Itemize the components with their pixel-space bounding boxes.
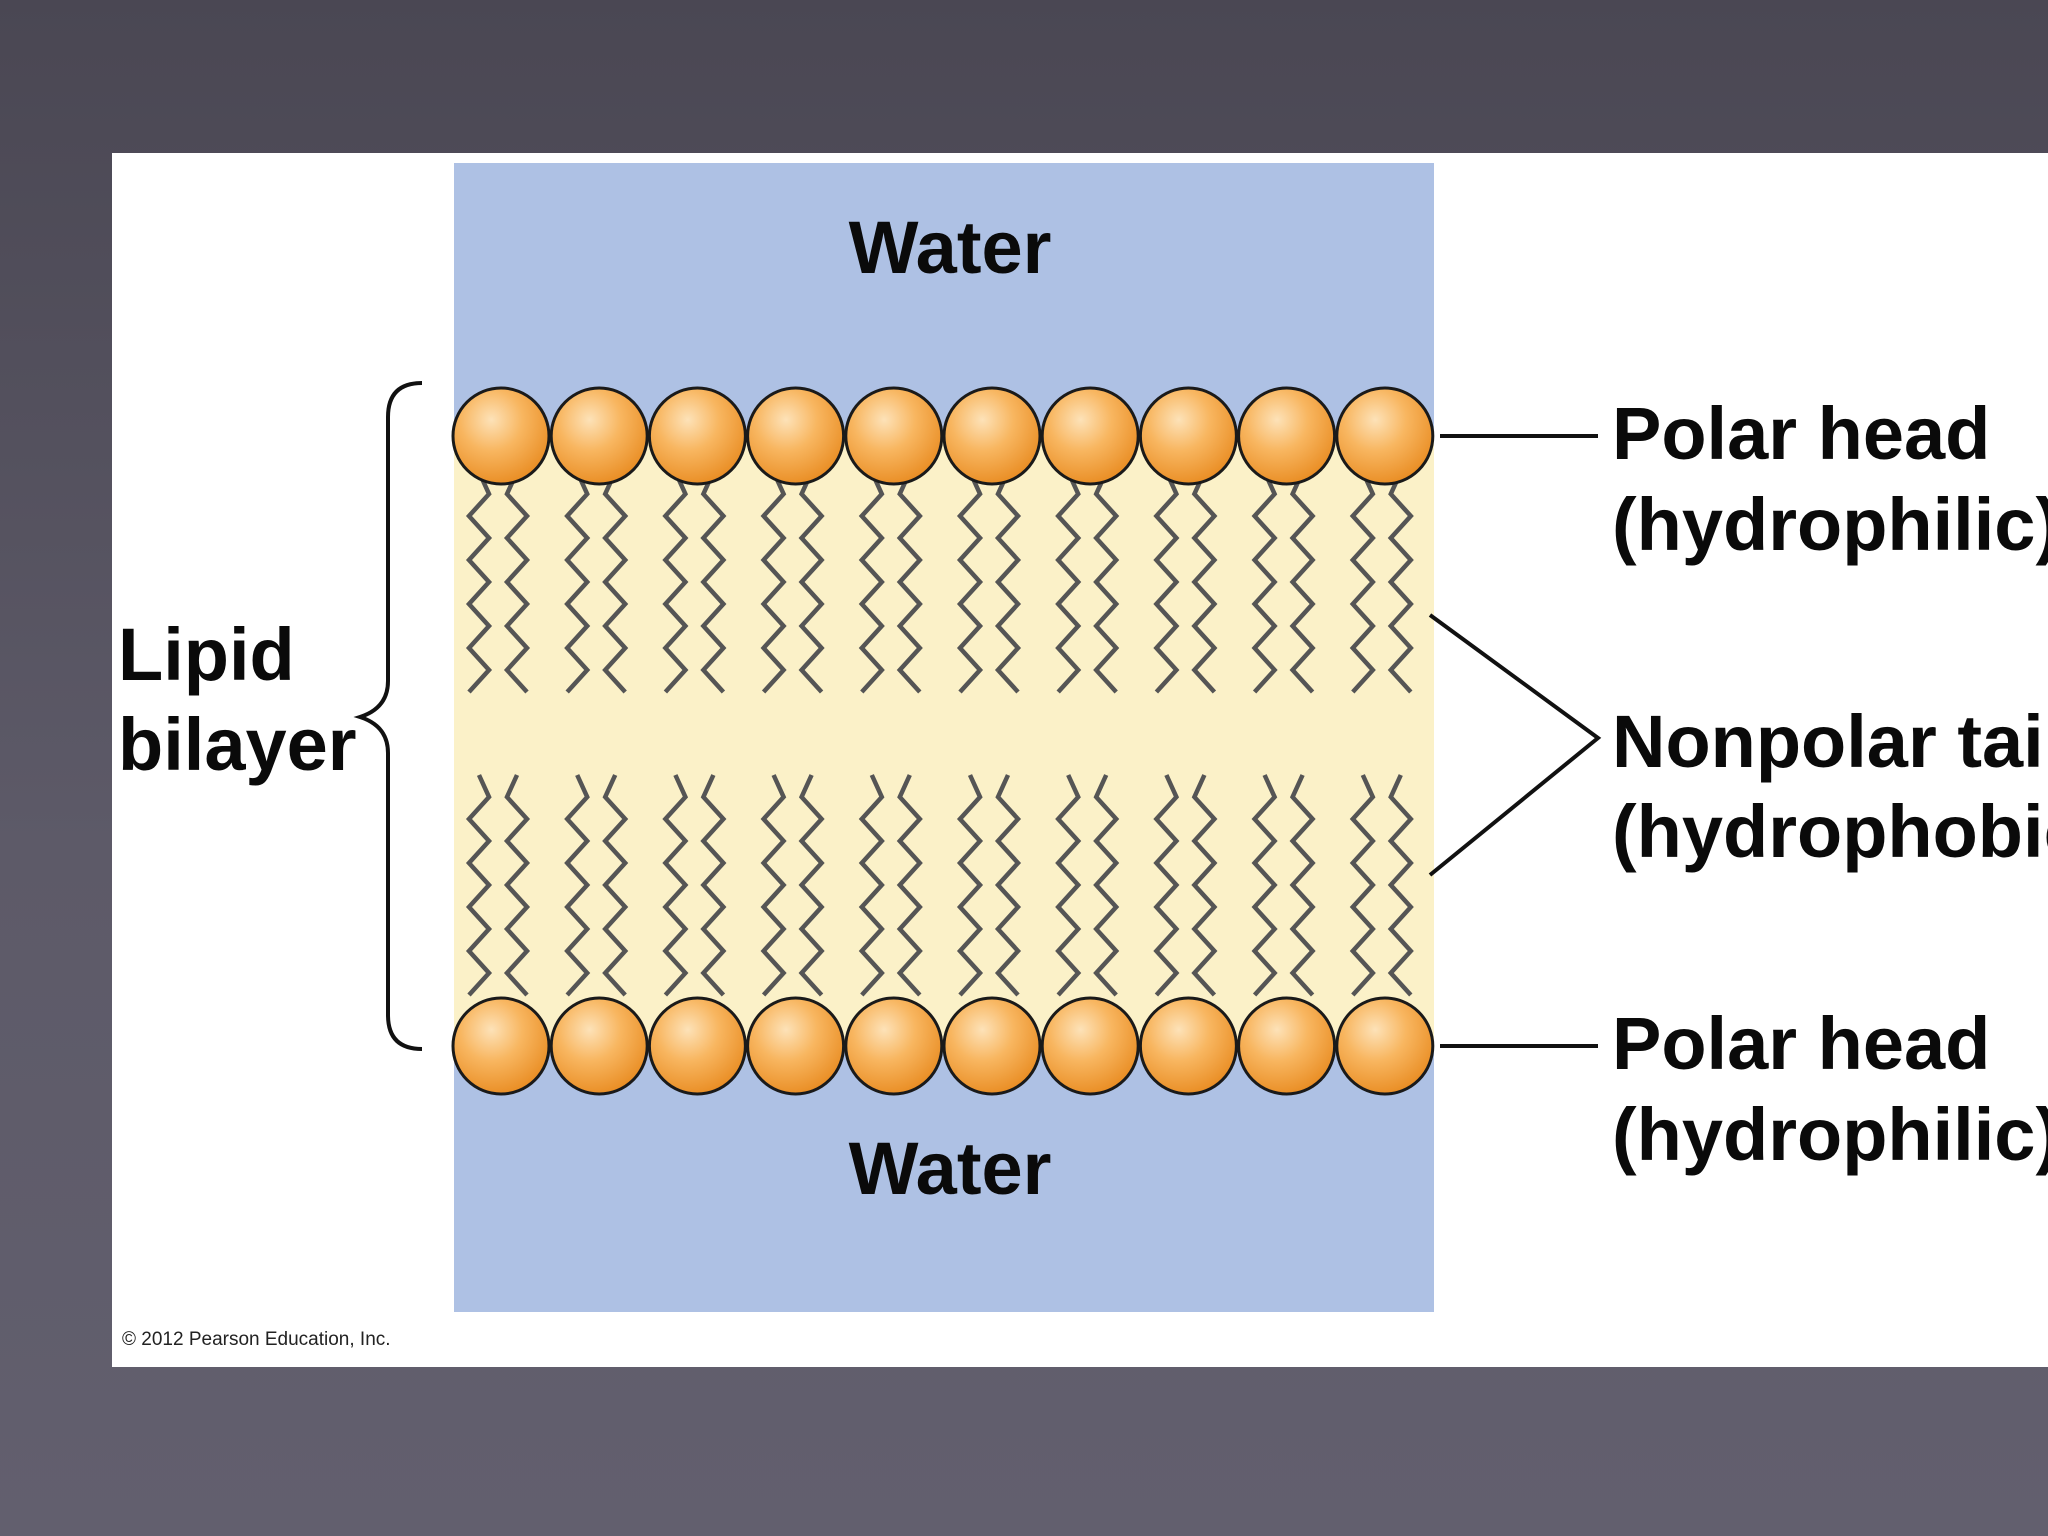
lipid-tail bbox=[1093, 471, 1120, 694]
nonpolar-tail-label-line1: Nonpolar tail bbox=[1612, 700, 2048, 783]
lipid-tail bbox=[1055, 774, 1082, 997]
lipid-tail bbox=[1153, 774, 1180, 997]
lipid-tail bbox=[1289, 471, 1316, 694]
polar-head bbox=[1040, 996, 1140, 1096]
lipid-tail bbox=[1251, 774, 1278, 997]
lipid-tail bbox=[1055, 471, 1082, 694]
lipid-tail bbox=[662, 774, 689, 997]
polar-head bbox=[942, 996, 1042, 1096]
lipid-tail bbox=[896, 774, 923, 997]
polar-heads-top bbox=[451, 386, 1435, 486]
lipid-tail bbox=[858, 774, 885, 997]
polar-head bbox=[844, 386, 944, 486]
polar-head bbox=[1138, 386, 1238, 486]
lipid-tail bbox=[503, 471, 531, 694]
lipid-tail bbox=[956, 774, 984, 997]
lipid-tail bbox=[1349, 774, 1376, 997]
polar-head bbox=[844, 996, 944, 1096]
polar-head bbox=[1335, 386, 1435, 486]
lipid-tail bbox=[798, 774, 825, 997]
lipid-bilayer-diagram: Water Water Lipid bilayer Polar head (hy… bbox=[118, 163, 2048, 1350]
nonpolar-tails bbox=[465, 471, 1414, 997]
lipid-tail bbox=[1153, 471, 1180, 694]
lipid-tail bbox=[700, 774, 727, 997]
lipid-tail bbox=[503, 774, 531, 997]
polar-head bbox=[549, 996, 649, 1096]
lipid-tail bbox=[1387, 471, 1414, 694]
polar-head-top-label-line1: Polar head bbox=[1612, 392, 1990, 475]
lipid-tail bbox=[700, 471, 727, 694]
lipid-tail bbox=[1093, 774, 1120, 997]
polar-head bbox=[942, 386, 1042, 486]
bilayer-label-line2: bilayer bbox=[118, 703, 357, 786]
copyright-text: © 2012 Pearson Education, Inc. bbox=[122, 1329, 391, 1350]
polar-head bbox=[746, 996, 846, 1096]
polar-head bbox=[451, 386, 551, 486]
water-label-bottom: Water bbox=[849, 1127, 1052, 1210]
lipid-tail bbox=[994, 471, 1022, 694]
lipid-tail bbox=[564, 774, 591, 997]
lipid-tail bbox=[760, 774, 787, 997]
lipid-core-region bbox=[454, 436, 1434, 1041]
lipid-tail bbox=[564, 471, 591, 694]
nonpolar-tail-pointer bbox=[1428, 613, 1602, 877]
lipid-tail bbox=[465, 774, 493, 997]
lipid-tail bbox=[1289, 774, 1316, 997]
diagram-slide: Water Water Lipid bilayer Polar head (hy… bbox=[112, 153, 2048, 1367]
lipid-tail bbox=[858, 471, 885, 694]
polar-head bbox=[1237, 996, 1337, 1096]
polar-head bbox=[1138, 996, 1238, 1096]
polar-head bbox=[549, 386, 649, 486]
lipid-tail bbox=[1387, 774, 1414, 997]
polar-head bbox=[647, 386, 747, 486]
polar-head-bottom-label-line2: (hydrophilic) bbox=[1612, 1093, 2048, 1176]
nonpolar-tail-label-line2: (hydrophobic bbox=[1612, 790, 2048, 873]
lipid-tail bbox=[994, 774, 1022, 997]
lipid-tail bbox=[896, 471, 923, 694]
lipid-tail bbox=[760, 471, 787, 694]
lipid-tail bbox=[602, 471, 629, 694]
polar-head bbox=[1237, 386, 1337, 486]
lipid-tail bbox=[465, 471, 493, 694]
polar-heads-bottom bbox=[451, 996, 1435, 1096]
lipid-tail bbox=[602, 774, 629, 997]
lipid-tail bbox=[1191, 471, 1218, 694]
lipid-tail bbox=[1191, 774, 1218, 997]
polar-head bbox=[647, 996, 747, 1096]
lipid-tail bbox=[1251, 471, 1278, 694]
polar-head bbox=[451, 996, 551, 1096]
lipid-tail bbox=[662, 471, 689, 694]
water-label-top: Water bbox=[849, 206, 1052, 289]
polar-head-bottom-label-line1: Polar head bbox=[1612, 1002, 1990, 1085]
lipid-tail bbox=[1349, 471, 1376, 694]
polar-head bbox=[746, 386, 846, 486]
bilayer-brace bbox=[353, 381, 423, 1051]
polar-head bbox=[1335, 996, 1435, 1096]
polar-head bbox=[1040, 386, 1140, 486]
polar-head-top-label-line2: (hydrophilic) bbox=[1612, 483, 2048, 566]
lipid-tail bbox=[956, 471, 984, 694]
lipid-tail bbox=[798, 471, 825, 694]
bilayer-label-line1: Lipid bbox=[118, 613, 295, 696]
